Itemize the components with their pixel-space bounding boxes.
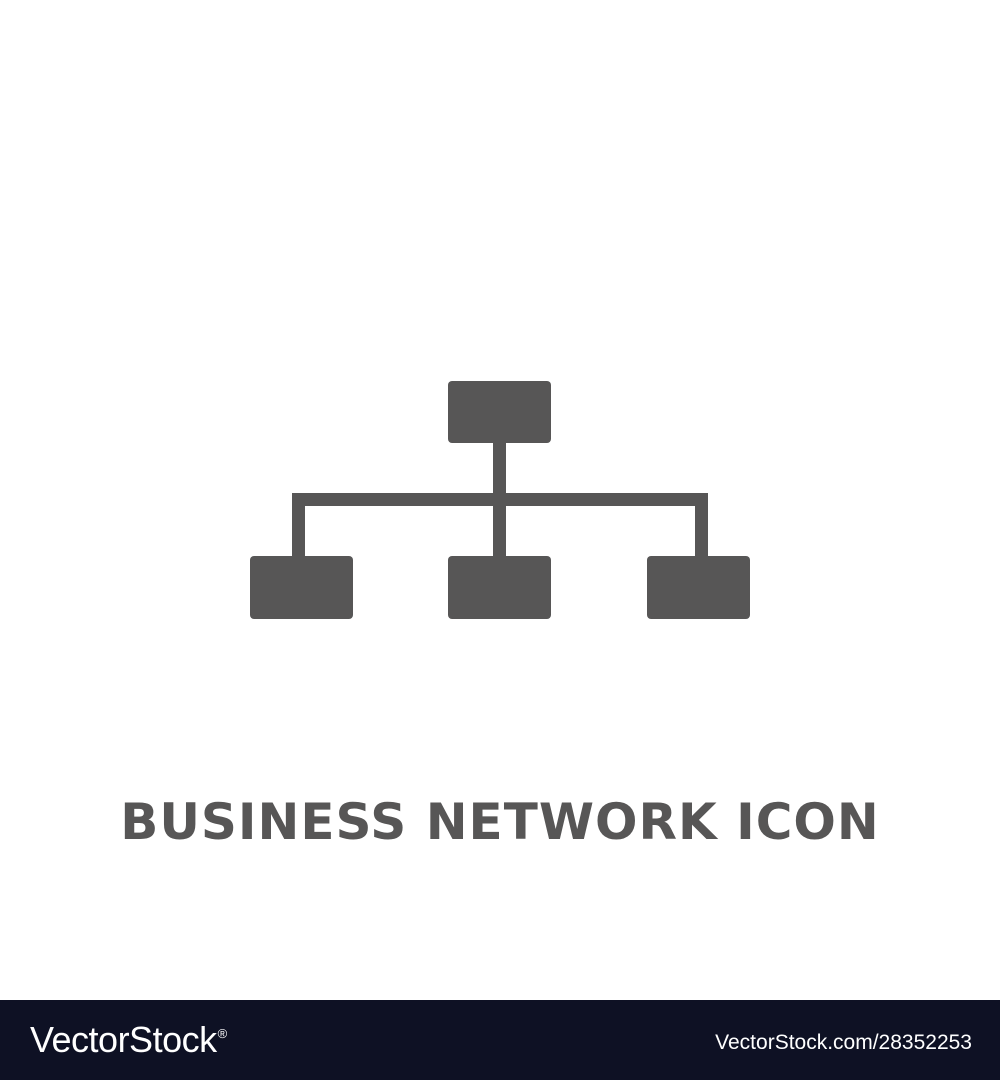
left-drop-line: [292, 493, 305, 559]
watermark-footer: VectorStock® VectorStock.com/28352253: [0, 1000, 1000, 1080]
image-id-text: VectorStock.com/28352253: [715, 1031, 972, 1054]
center-node-box: [448, 556, 551, 619]
top-node-box: [448, 381, 551, 443]
top-connector-line: [493, 440, 506, 500]
registered-mark: ®: [217, 1026, 228, 1041]
center-drop-line: [493, 493, 506, 559]
left-node-box: [250, 556, 353, 619]
right-node-box: [647, 556, 750, 619]
icon-caption: BUSINESS NETWORK ICON: [120, 793, 880, 851]
right-drop-line: [695, 493, 708, 559]
brand-name: VectorStock: [30, 1019, 217, 1060]
network-hierarchy-icon: [250, 381, 750, 619]
vectorstock-logo: VectorStock®: [30, 1018, 227, 1062]
